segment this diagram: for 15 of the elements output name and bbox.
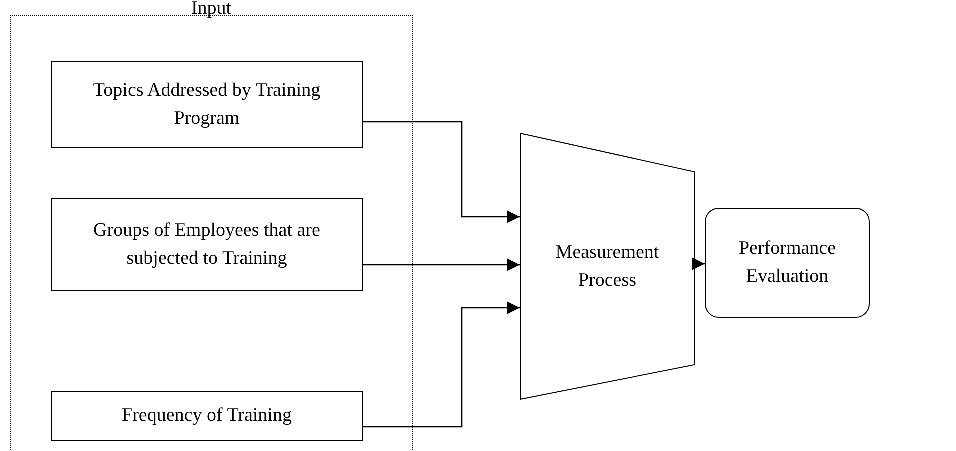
node-label: Performance Evaluation bbox=[738, 237, 838, 289]
arrow bbox=[362, 302, 520, 428]
node-label: Frequency of Training bbox=[122, 404, 292, 428]
arrow bbox=[362, 121, 520, 224]
node-label: Topics Addressed by Training Program bbox=[92, 78, 322, 130]
node-label: Groups of Employees that are subjected to Training bbox=[92, 218, 322, 270]
rounded-result-box bbox=[705, 208, 870, 318]
arrow bbox=[362, 258, 520, 272]
trapezoid-process-node bbox=[520, 133, 695, 400]
input-box bbox=[51, 61, 363, 148]
input-box bbox=[51, 391, 363, 441]
group-heading: Input bbox=[191, 0, 232, 18]
input-box bbox=[51, 198, 363, 291]
node-label: Measurement Process bbox=[554, 240, 660, 292]
arrow bbox=[692, 258, 705, 270]
